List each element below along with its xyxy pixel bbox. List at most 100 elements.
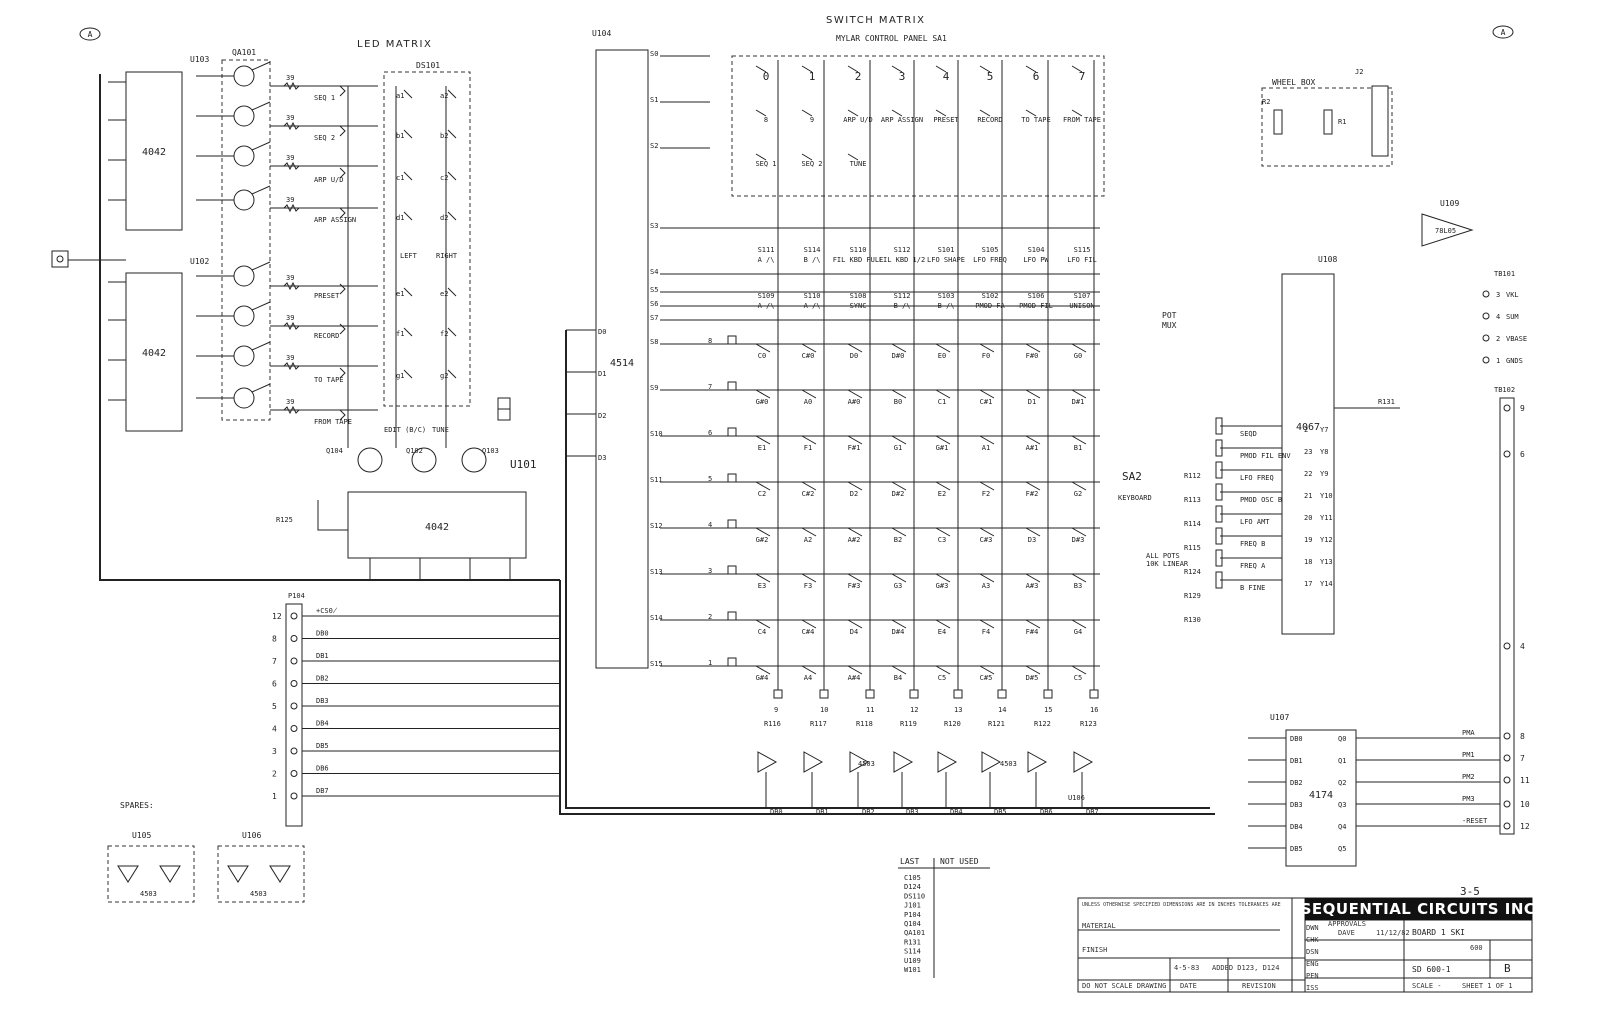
u104-chip <box>595 49 649 669</box>
q102-ref: Q102 <box>406 447 423 455</box>
j2-connector <box>1371 85 1389 157</box>
p104-pin <box>290 725 298 732</box>
tb101-net: VKL <box>1506 291 1519 299</box>
key-label: C#1 <box>980 398 993 406</box>
tb101-pin <box>1482 312 1490 320</box>
keyboard-label: KEYBOARD <box>1118 494 1152 502</box>
tb102-pin <box>1503 776 1511 784</box>
switch-top-label: 4 <box>943 70 950 83</box>
panel-switch-ref: S109 <box>758 292 775 300</box>
pot-label: PMOD OSC B <box>1240 496 1282 504</box>
buffer-chip-part: 4503 <box>1000 760 1017 768</box>
strobe-label: S5 <box>650 286 658 294</box>
pitch-wheel-pot: R1 <box>1323 109 1346 135</box>
unless-note: UNLESS OTHERWISE SPECIFIED DIMENSIONS AR… <box>1082 902 1281 908</box>
switch-row2-label: PRESET <box>933 116 959 124</box>
u107-net: PM1 <box>1462 751 1475 759</box>
bottom-db-label: DB3 <box>906 808 919 816</box>
panel-switch-label: A /\ <box>804 302 821 310</box>
strobe-label: S2 <box>650 142 658 150</box>
bottom-db-label: DB5 <box>994 808 1007 816</box>
pot-icon <box>1215 439 1223 457</box>
jt-terminal <box>727 427 737 437</box>
key-label: A#2 <box>848 536 861 544</box>
bottom-resistor-ref: R118 <box>856 720 873 728</box>
buffer-gate <box>803 751 824 773</box>
pot-label: SEQD <box>1240 430 1257 438</box>
led-label: SEQ 1 <box>314 94 335 102</box>
u107-chip <box>1285 729 1357 867</box>
not-used-header: NOT USED <box>940 857 979 866</box>
key-label: G3 <box>894 582 902 590</box>
tb102-pin-number: 10 <box>1520 800 1530 809</box>
key-label: B1 <box>1074 444 1082 452</box>
pot-icon <box>1215 461 1223 479</box>
led-resistor-value: 39 <box>286 154 294 162</box>
panel-switch-label: B /\ <box>894 302 911 310</box>
key-label: C#5 <box>980 674 993 682</box>
mux-pin-number: 18 <box>1304 558 1312 566</box>
u107-net: PM2 <box>1462 773 1475 781</box>
tb102-ref: TB102 <box>1494 386 1515 394</box>
mux-pin-number: 21 <box>1304 492 1312 500</box>
column-transistor-q104: Q104 <box>326 447 383 473</box>
pot-icon <box>1215 417 1223 435</box>
led-matrix-title: LED MATRIX <box>357 39 432 50</box>
tb101-pin-number: 4 <box>1496 313 1500 321</box>
key-label: C1 <box>938 398 946 406</box>
key-label: F#3 <box>848 582 861 590</box>
u104-data-pin: D2 <box>598 412 606 420</box>
p104-signal: DB0 <box>316 630 329 638</box>
key-label: G4 <box>1074 628 1082 636</box>
wheel-box-title: WHEEL BOX <box>1272 78 1316 87</box>
tb101-pin <box>1482 334 1490 342</box>
title-block-row: DWN <box>1306 924 1319 932</box>
revision-letter: B <box>1504 962 1511 975</box>
drawn-by: DAVE <box>1338 929 1355 937</box>
key-label: F2 <box>982 490 990 498</box>
material-label: MATERIAL <box>1082 922 1116 930</box>
p104-pin <box>290 747 298 755</box>
panel-switch-label: A /\ <box>758 256 775 264</box>
key-label: G0 <box>1074 352 1082 360</box>
switch-row3-label: TUNE <box>850 160 867 168</box>
jt-terminal <box>727 335 737 345</box>
p104-signal: DB3 <box>316 697 329 705</box>
pot-icon <box>1215 527 1223 545</box>
tb101-pin <box>1482 356 1490 364</box>
strobe-label: S0 <box>650 50 658 58</box>
seven-segment-icon <box>497 397 511 421</box>
panel-switch-label: LFO SHAPE <box>927 256 965 264</box>
strobe-label: S9 <box>650 384 658 392</box>
mux-pin-label: Y12 <box>1320 536 1333 544</box>
switch-row2-label: ARP U/D <box>843 116 873 124</box>
p104-ref: P104 <box>288 592 305 600</box>
led-label: RECORD <box>314 332 339 340</box>
u107-input: DB4 <box>1290 823 1303 831</box>
u107-input: DB5 <box>1290 845 1303 853</box>
panel-switch-ref: S112 <box>894 246 911 254</box>
tb102-pin-number: 8 <box>1520 732 1525 741</box>
sa2-label: SA2 <box>1122 470 1142 483</box>
key-label: F1 <box>804 444 812 452</box>
u107-net: PM3 <box>1462 795 1475 803</box>
bottom-pin-number: 14 <box>998 706 1006 714</box>
mux-pin-label: Y7 <box>1320 426 1328 434</box>
p104-pin <box>290 792 298 800</box>
key-label: F4 <box>982 628 990 636</box>
p104-signal: DB1 <box>316 652 329 660</box>
key-label: C5 <box>938 674 946 682</box>
last-item: W101 <box>904 966 921 974</box>
tb102-pin <box>1503 642 1511 650</box>
jt-terminal <box>727 657 737 667</box>
bottom-terminal <box>819 689 829 699</box>
bottom-pin-number: 9 <box>774 706 778 714</box>
u107-input: DB1 <box>1290 757 1303 765</box>
pot-icon <box>1215 571 1223 589</box>
bottom-resistor-ref: R119 <box>900 720 917 728</box>
jt-pin-number: 8 <box>708 337 712 345</box>
spare-u106 <box>217 845 305 903</box>
